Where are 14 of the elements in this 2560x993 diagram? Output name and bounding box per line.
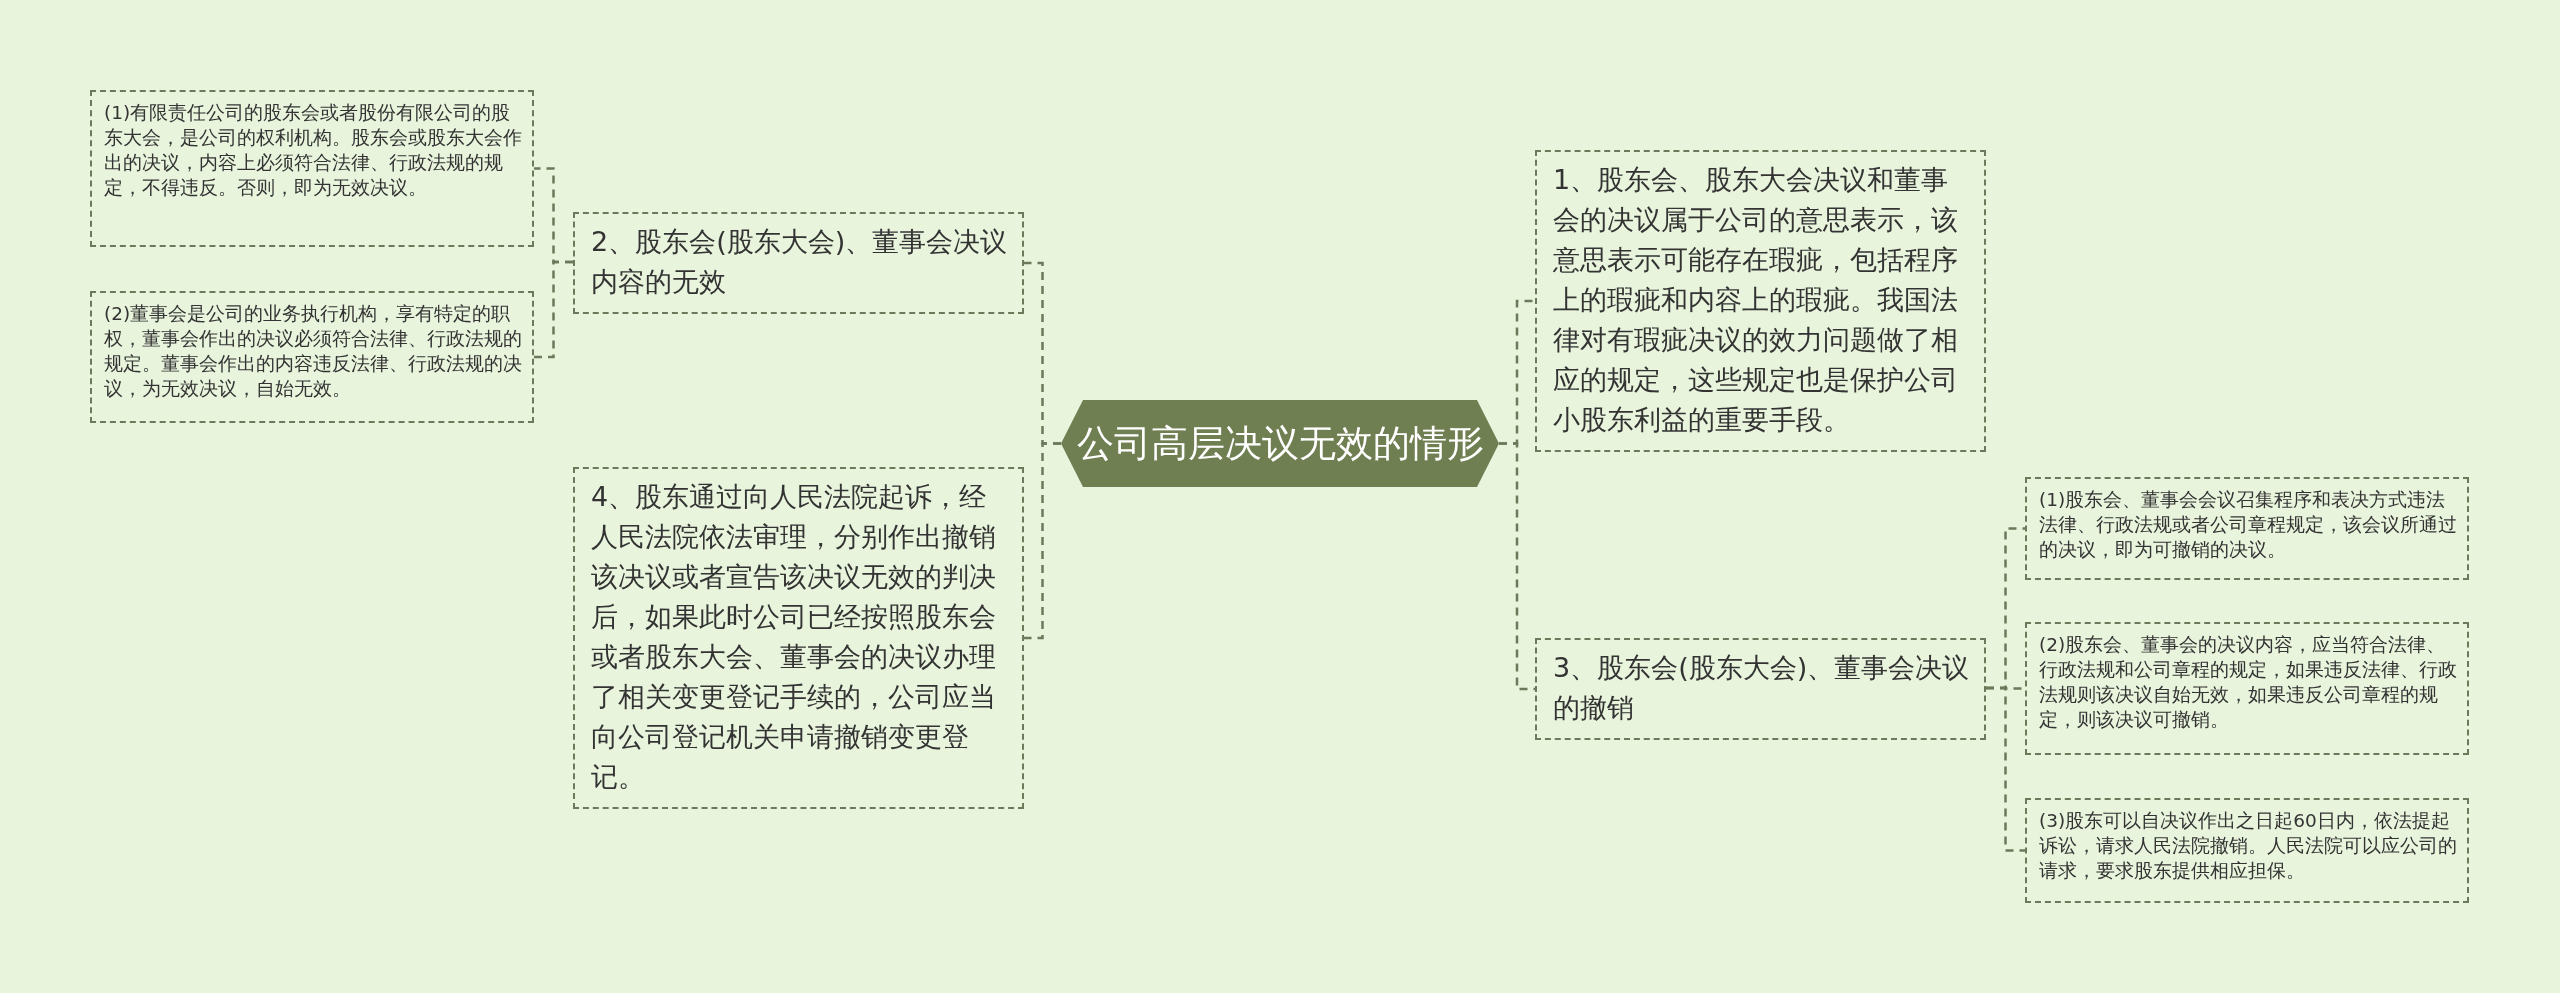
topic-box: 2、股东会(股东大会)、董事会决议内容的无效	[573, 212, 1024, 314]
topic-box: 1、股东会、股东大会决议和董事会的决议属于公司的意思表示，该意思表示可能存在瑕疵，包括程序上的瑕疵和内容上的瑕疵。我国法律对有瑕疵决议的效力问题做了相应的规定，这些规定也是保护公司小股东利益的重要手段。	[1535, 150, 1986, 452]
connector-line	[1986, 686, 2025, 852]
topic-box: 4、股东通过向人民法院起诉，经人民法院依法审理，分别作出撤销该决议或者宣告该决议无效的判决后，如果此时公司已经按照股东会或者股东大会、董事会的决议办理了相关变更登记手续的，公司应当向公司登记机关申请撤销变更登记。	[573, 467, 1024, 809]
detail-box: (3)股东可以自决议作出之日起60日内，依法提起诉讼，请求人民法院撤销。人民法院可以应公司的请求，要求股东提供相应担保。	[2025, 798, 2469, 903]
detail-box: (1)有限责任公司的股东会或者股份有限公司的股东大会，是公司的权利机构。股东会或股东大会作出的决议，内容上必须符合法律、行政法规的规定，不得违反。否则，即为无效决议。	[90, 90, 534, 247]
connector-line	[534, 260, 573, 359]
connector-line	[1499, 442, 1535, 691]
connector-line	[1024, 442, 1061, 640]
topic-hexagon: 公司高层决议无效的情形	[1061, 400, 1499, 487]
detail-box: (1)股东会、董事会会议召集程序和表决方式违法法律、行政法规或者公司章程规定，该会议所通过的决议，即为可撤销的决议。	[2025, 477, 2469, 580]
topic-box: 3、股东会(股东大会)、董事会决议的撤销	[1535, 638, 1986, 740]
detail-box: (2)董事会是公司的业务执行机构，享有特定的职权，董事会作出的决议必须符合法律、行政法规的规定。董事会作出的内容违反法律、行政法规的决议，为无效决议，自始无效。	[90, 291, 534, 423]
detail-box: (2)股东会、董事会的决议内容，应当符合法律、行政法规和公司章程的规定，如果违反法律、行政法规则该决议自始无效，如果违反公司章程的规定，则该决议可撤销。	[2025, 622, 2469, 755]
